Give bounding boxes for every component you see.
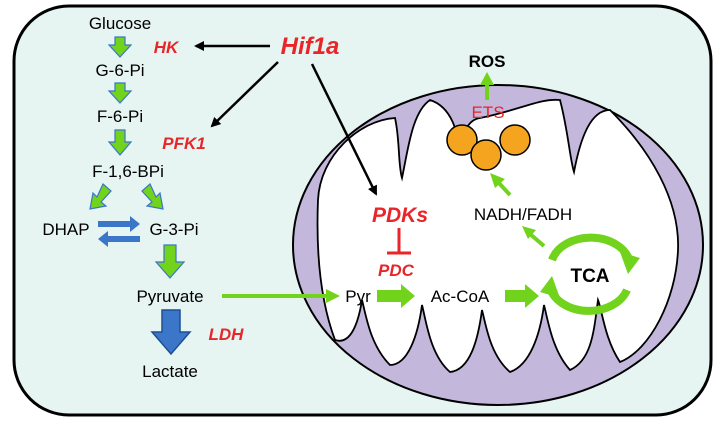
tca-cycle bbox=[546, 233, 634, 315]
arrow-glucose-g6p bbox=[107, 36, 133, 58]
pdks-inhibits-pdc bbox=[387, 228, 411, 255]
label-lactate: Lactate bbox=[142, 362, 198, 381]
ets-sphere bbox=[446, 124, 478, 156]
label-f6p: F-6-Pi bbox=[97, 107, 143, 126]
mitochondrion-matrix bbox=[316, 98, 679, 374]
label-ros: ROS bbox=[469, 52, 506, 71]
dhap-g3p-equilibrium-arrows bbox=[98, 216, 140, 247]
tca-cycle-arc-bottom bbox=[546, 286, 631, 315]
label-pyr: Pyr bbox=[345, 287, 371, 306]
label-pyruvate: Pyruvate bbox=[136, 287, 203, 306]
label-pfk1: PFK1 bbox=[162, 134, 205, 153]
arrow-pyruvate-lactate bbox=[150, 309, 192, 356]
label-g3p: G-3-Pi bbox=[149, 220, 198, 239]
arrow-tca-nadh bbox=[522, 226, 546, 248]
ets-sphere bbox=[499, 124, 531, 156]
arrow-g6p-f6p bbox=[107, 82, 133, 104]
label-glucose: Glucose bbox=[89, 14, 151, 33]
arrow-hif1a-pdks bbox=[310, 63, 378, 196]
label-dhap: DHAP bbox=[42, 220, 89, 239]
label-tca: TCA bbox=[570, 266, 609, 287]
ets-sphere bbox=[470, 139, 502, 171]
arrow-acoa-tca bbox=[505, 284, 539, 308]
arrow-f6p-f16bp bbox=[107, 129, 133, 156]
label-f16bp: F-1,6-BPi bbox=[92, 162, 164, 181]
label-ets: ETS bbox=[471, 103, 504, 122]
arrow-f16bp-g3p bbox=[141, 183, 164, 210]
arrow-pyr-acoa bbox=[377, 284, 415, 308]
label-pdc: PDC bbox=[378, 261, 415, 280]
arrow-hif1a-pfk1 bbox=[210, 61, 279, 128]
ets-complex bbox=[446, 124, 531, 171]
tca-cycle-arc-top bbox=[548, 233, 634, 264]
label-acoa: Ac-CoA bbox=[431, 287, 490, 306]
tca-cycle-arrowhead bbox=[540, 276, 560, 298]
arrow-ets-ros bbox=[480, 72, 494, 100]
arrow-g3p-pyruvate bbox=[154, 244, 186, 279]
arrow-g3p-to-dhap bbox=[98, 231, 140, 247]
arrow-dhap-to-g3p bbox=[98, 216, 140, 232]
label-ldh: LDH bbox=[209, 325, 245, 344]
label-pdks: PDKs bbox=[372, 204, 428, 227]
arrow-pyruvate-pyr bbox=[222, 289, 340, 303]
label-nadh-fadh: NADH/FADH bbox=[474, 205, 572, 224]
arrow-f16bp-dhap bbox=[89, 183, 112, 210]
arrow-nadh-ets bbox=[490, 173, 512, 197]
label-hif1a: Hif1a bbox=[281, 33, 340, 60]
label-g6p: G-6-Pi bbox=[95, 61, 144, 80]
tca-cycle-arrowhead bbox=[620, 252, 640, 274]
label-hk: HK bbox=[154, 38, 180, 57]
